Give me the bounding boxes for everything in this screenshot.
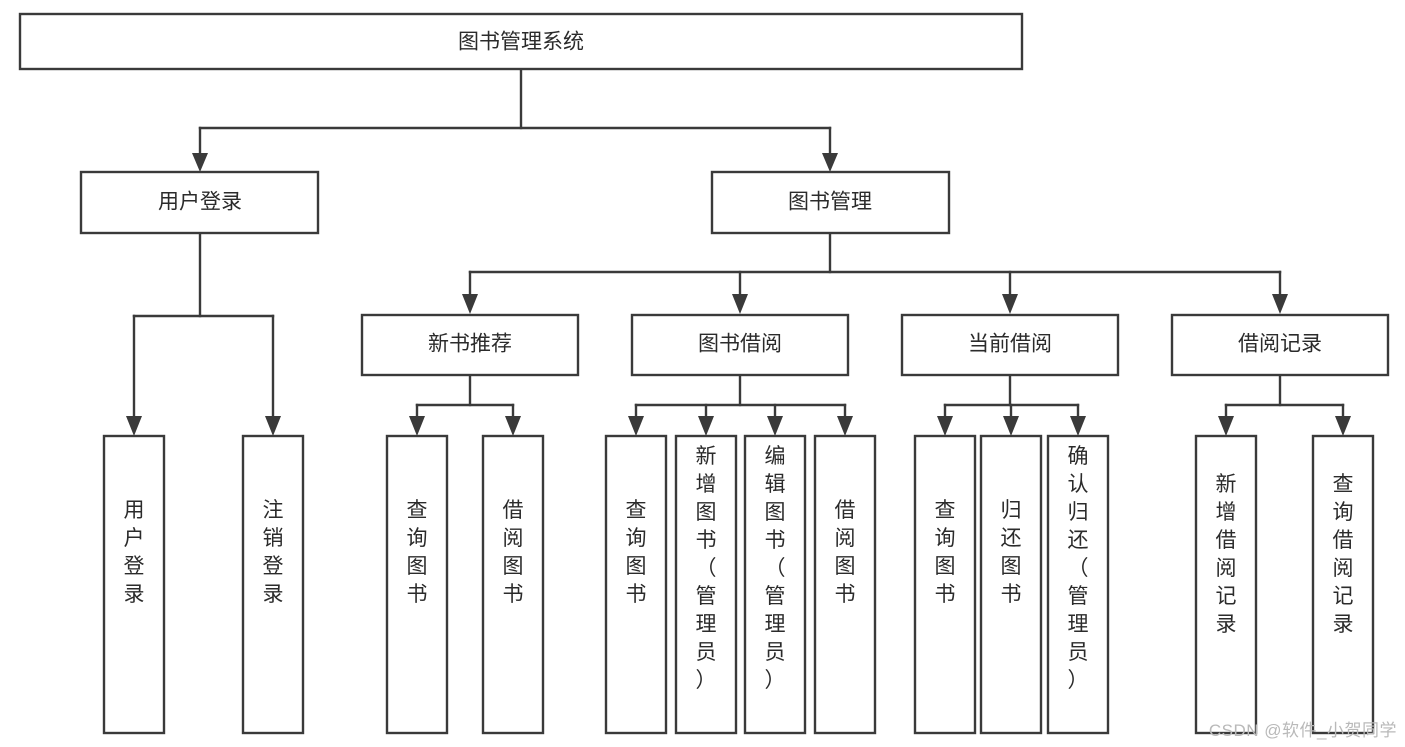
connector-group [126, 67, 1351, 436]
node-leaf-box [743, 434, 807, 735]
node-leaf-box [241, 434, 305, 735]
node-leaf-return-book[interactable]: 归还图书 [979, 434, 1043, 735]
node-leaf-label: 新增图书（管理员） [696, 445, 717, 692]
arrow-leaf-borrow-book-1 [505, 416, 521, 436]
node-leaf-label: 注销登录 [263, 499, 284, 606]
node-root-label: 图书管理系统 [458, 31, 584, 54]
node-leaf-query-book-current[interactable]: 查询图书 [913, 434, 977, 735]
arrow-leaf-query-book-3 [937, 416, 953, 436]
arrow-leaf-confirm-return [1070, 416, 1086, 436]
node-current-borrow-box [900, 313, 1120, 377]
arrow-leaf-return-book [1003, 416, 1019, 436]
node-new-book-recommend[interactable]: 新书推荐 [360, 313, 580, 377]
arrow-to-new-book [462, 294, 478, 314]
arrow-leaf-logout [265, 416, 281, 436]
node-leaf-box [1311, 434, 1375, 735]
node-leaf-box [913, 434, 977, 735]
arrow-to-user-login [192, 153, 208, 172]
node-leaf-box [1194, 434, 1258, 735]
node-leaf-edit-book-admin[interactable]: 编辑图书（管理员） [743, 434, 807, 735]
node-leaf-box [102, 434, 166, 735]
node-book-borrow-box [630, 313, 850, 377]
arrow-to-current-borrow [1002, 294, 1018, 314]
node-root-book-management-system[interactable]: 图书管理系统 [18, 12, 1024, 71]
node-user-login[interactable]: 用户登录 [79, 170, 320, 235]
node-borrow-record[interactable]: 借阅记录 [1170, 313, 1390, 377]
node-leaf-add-book-admin[interactable]: 新增图书（管理员） [674, 434, 738, 735]
node-leaf-label: 借阅图书 [835, 499, 856, 606]
node-leaf-box [1046, 434, 1110, 735]
node-leaf-box [481, 434, 545, 735]
node-book-management-label: 图书管理 [788, 191, 872, 214]
node-user-login-label: 用户登录 [158, 191, 242, 214]
node-leaf-label: 查询图书 [407, 499, 428, 606]
arrow-leaf-user-login [126, 416, 142, 436]
node-borrow-record-box [1170, 313, 1390, 377]
node-leaf-borrow-book-new[interactable]: 借阅图书 [481, 434, 545, 735]
arrow-leaf-query-book-2 [628, 416, 644, 436]
node-leaf-label: 查询借阅记录 [1333, 473, 1354, 636]
node-new-book-recommend-label: 新书推荐 [428, 333, 512, 356]
node-book-management[interactable]: 图书管理 [710, 170, 951, 235]
node-leaf-label: 编辑图书（管理员） [765, 445, 786, 692]
arrow-leaf-add-book [698, 416, 714, 436]
node-leaf-label: 借阅图书 [503, 499, 524, 606]
node-leaf-borrow-book-borrow[interactable]: 借阅图书 [813, 434, 877, 735]
node-current-borrow[interactable]: 当前借阅 [900, 313, 1120, 377]
node-user-login-box [79, 170, 320, 235]
arrow-to-book-mgmt [822, 153, 838, 172]
arrow-leaf-query-record [1335, 416, 1351, 436]
node-leaf-box [604, 434, 668, 735]
node-book-borrow-label: 图书借阅 [698, 333, 782, 356]
node-borrow-record-label: 借阅记录 [1238, 333, 1322, 356]
node-leaf-label: 查询图书 [935, 499, 956, 606]
node-leaf-box [674, 434, 738, 735]
arrow-leaf-edit-book [767, 416, 783, 436]
node-leaf-label: 确认归还（管理员） [1068, 445, 1089, 692]
arrow-to-borrow-record [1272, 294, 1288, 314]
node-new-book-recommend-box [360, 313, 580, 377]
node-leaf-box [385, 434, 449, 735]
node-leaf-box [979, 434, 1043, 735]
node-leaf-label: 用户登录 [124, 499, 145, 606]
node-leaf-label: 归还图书 [1001, 499, 1022, 606]
arrow-to-borrow-book [732, 294, 748, 314]
node-leaf-label: 查询图书 [626, 499, 647, 606]
node-leaf-query-book-new[interactable]: 查询图书 [385, 434, 449, 735]
node-book-borrow[interactable]: 图书借阅 [630, 313, 850, 377]
node-leaf-label: 新增借阅记录 [1216, 473, 1237, 636]
arrow-leaf-borrow-book-2 [837, 416, 853, 436]
node-leaf-box [813, 434, 877, 735]
node-current-borrow-label: 当前借阅 [968, 333, 1052, 356]
node-root-box [18, 12, 1024, 71]
node-leaf-query-borrow-record[interactable]: 查询借阅记录 [1311, 434, 1375, 735]
arrow-leaf-query-book-1 [409, 416, 425, 436]
node-leaf-user-login[interactable]: 用户登录 [102, 434, 166, 735]
arrow-leaf-add-record [1218, 416, 1234, 436]
node-book-management-box [710, 170, 951, 235]
node-leaf-logout[interactable]: 注销登录 [241, 434, 305, 735]
node-leaf-confirm-return-admin[interactable]: 确认归还（管理员） [1046, 434, 1110, 735]
node-leaf-add-borrow-record[interactable]: 新增借阅记录 [1194, 434, 1258, 735]
node-leaf-query-book-borrow[interactable]: 查询图书 [604, 434, 668, 735]
